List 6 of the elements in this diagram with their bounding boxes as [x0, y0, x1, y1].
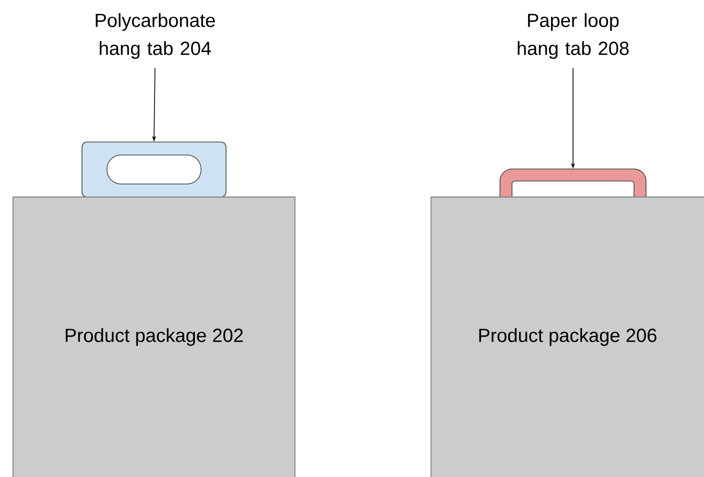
loop-drawing: [500, 168, 646, 198]
callout-label: Polycarbonate hang tab 204: [96, 13, 215, 59]
package-box: Product package 206: [430, 196, 704, 477]
package-box: Product package 202: [12, 196, 296, 477]
callout-label: Paper loop hang tab 208: [518, 13, 629, 59]
hang-tab-drawing: [82, 142, 226, 198]
